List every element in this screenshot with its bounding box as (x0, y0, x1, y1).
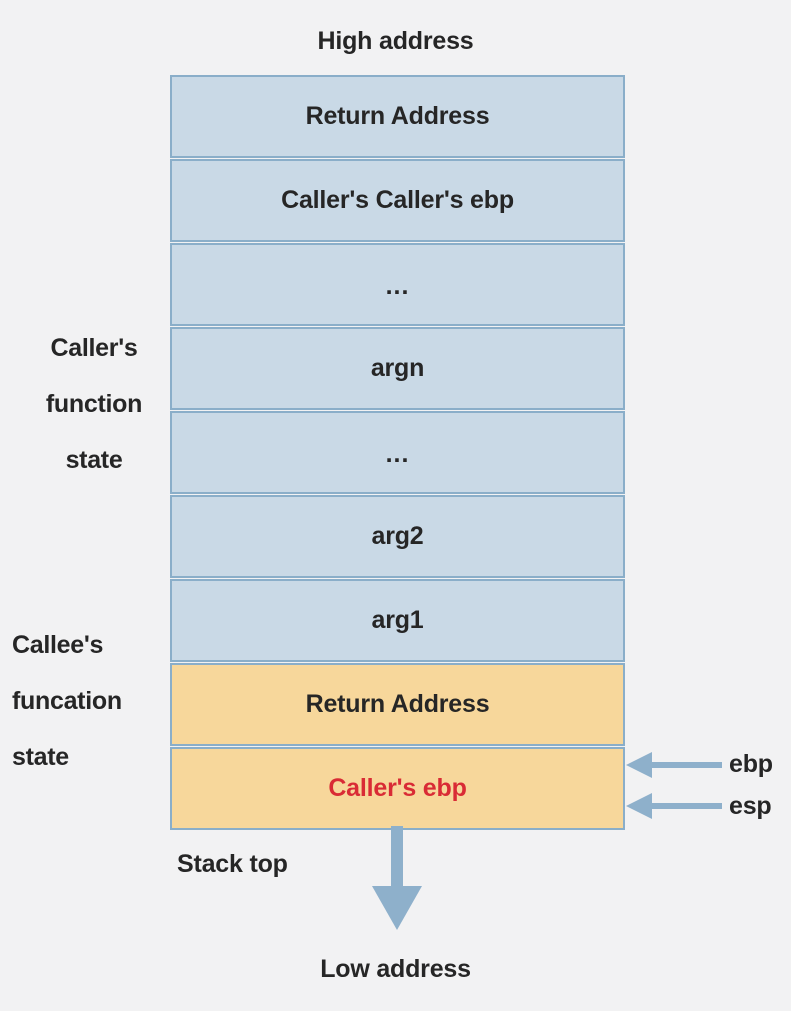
caller-state-line-2: function (45, 390, 143, 418)
stack-row: Caller's Caller's ebp (170, 159, 625, 242)
stack-row: arg2 (170, 495, 625, 578)
esp-register-label: esp (729, 792, 772, 820)
callee-state-line-3: state (12, 743, 69, 771)
callee-function-state-label: Callee's funcation state (12, 617, 167, 785)
callee-state-line-2: funcation (12, 687, 122, 715)
stack-row: Return Address (170, 75, 625, 158)
ebp-register-label: ebp (729, 750, 773, 778)
high-address-label: High address (317, 27, 474, 55)
stack-cell-label: Return Address (305, 690, 490, 718)
stack-row: ... (170, 411, 625, 494)
caller-function-state-label: Caller's function state (24, 320, 164, 488)
stack-top-label: Stack top (177, 850, 288, 878)
stack-row: argn (170, 327, 625, 410)
stack-column: Return Address Caller's Caller's ebp ...… (170, 75, 625, 831)
caller-state-line-1: Caller's (50, 334, 138, 362)
stack-cell-label: Return Address (305, 102, 490, 130)
stack-cell-label: Caller's ebp (328, 774, 467, 802)
stack-growth-down-arrow-icon (372, 826, 422, 930)
stack-row: Caller's ebp (170, 747, 625, 830)
low-address-label: Low address (320, 955, 471, 983)
esp-arrow-icon (626, 793, 722, 819)
stack-cell-label: ... (385, 272, 410, 300)
stack-cell-label: ... (385, 440, 410, 468)
stack-row: ... (170, 243, 625, 326)
stack-row: Return Address (170, 663, 625, 746)
stack-cell-label: Caller's Caller's ebp (281, 186, 514, 214)
stack-cell-label: arg2 (371, 522, 424, 550)
stack-cell-label: arg1 (371, 606, 424, 634)
caller-state-line-3: state (65, 446, 123, 474)
ebp-arrow-icon (626, 752, 722, 778)
callee-state-line-1: Callee's (12, 631, 104, 659)
stack-row: arg1 (170, 579, 625, 662)
stack-cell-label: argn (370, 354, 425, 382)
